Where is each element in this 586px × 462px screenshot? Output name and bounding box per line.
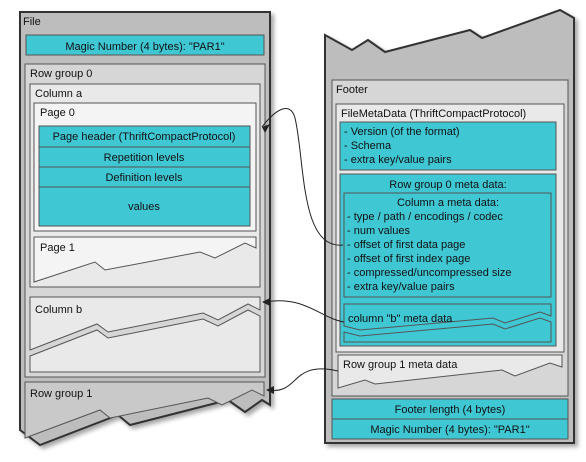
arrow-head — [266, 386, 274, 394]
column-a-meta-item: - extra key/value pairs — [347, 281, 455, 293]
arrow-row-group-1 — [267, 368, 339, 391]
page-1: Page 1 — [33, 236, 257, 283]
column-b-meta-label: column "b" meta data — [348, 313, 453, 325]
file-meta-items-block — [339, 121, 557, 171]
page-header-label: Page header (ThriftCompactProtocol) — [53, 131, 236, 143]
footer-length-label: Footer length (4 bytes) — [395, 404, 506, 416]
column-a-meta-item: - type / path / encodings / codec — [347, 211, 503, 223]
arrow-first-data-page — [261, 107, 344, 246]
definition-levels-label: Definition levels — [105, 172, 183, 184]
values-label: values — [128, 201, 160, 213]
page-1-label: Page 1 — [40, 242, 75, 254]
footer-label: Footer — [336, 84, 368, 96]
column-b-meta: column "b" meta data — [343, 303, 552, 343]
column-a-meta-item: - compressed/uncompressed size — [347, 267, 511, 279]
page-0: Page 0 Page header (ThriftCompactProtoco… — [33, 102, 257, 232]
file-meta-data-label: FileMetaData (ThriftCompactProtocol) — [341, 108, 526, 120]
file-meta-item: - Schema — [344, 140, 392, 152]
row-group-1: Row group 1 — [24, 381, 265, 439]
row-group-0-label: Row group 0 — [30, 68, 92, 80]
pointer-arrows — [261, 107, 345, 394]
file-meta-data: FileMetaData (ThriftCompactProtocol) - V… — [335, 103, 565, 353]
row-group-1-label: Row group 1 — [30, 388, 92, 400]
row-group-0-meta-label: Row group 0 meta data: — [389, 179, 506, 191]
magic-number-top — [25, 34, 265, 56]
page-0-label: Page 0 — [40, 107, 75, 119]
magic-number-bottom — [331, 418, 569, 440]
file-panel: File Magic Number (4 bytes): "PAR1" Row … — [19, 11, 271, 447]
row-group-0: Row group 0 Column a Page 0 Page header … — [24, 63, 266, 378]
column-b: Column b — [29, 296, 261, 373]
row-group-1-meta: Row group 1 meta data — [337, 354, 563, 389]
footer-panel: Footer FileMetaData (ThriftCompactProtoc… — [324, 8, 575, 444]
magic-number-top-label: Magic Number (4 bytes): "PAR1" — [65, 41, 224, 53]
values-block — [38, 186, 251, 227]
column-a-meta: Column a meta data: - type / path / enco… — [343, 192, 552, 298]
column-a: Column a Page 0 Page header (ThriftCompa… — [29, 83, 261, 288]
file-meta-item: - extra key/value pairs — [344, 154, 452, 166]
column-a-meta-label: Column a meta data: — [397, 197, 499, 209]
column-b-label: Column b — [35, 304, 82, 316]
file-label: File — [23, 16, 41, 28]
repetition-levels-label: Repetition levels — [104, 152, 185, 164]
arrow-head — [262, 298, 270, 306]
column-a-label: Column a — [35, 88, 83, 100]
file-meta-item: - Version (of the format) — [344, 126, 460, 138]
row-group-0-meta: Row group 0 meta data: Column a meta dat… — [339, 173, 557, 347]
magic-number-bottom-label: Magic Number (4 bytes): "PAR1" — [370, 424, 529, 436]
column-a-meta-item: - num values — [347, 225, 410, 237]
column-a-meta-item: - offset of first data page — [347, 239, 465, 251]
column-a-meta-item: - offset of first index page — [347, 253, 470, 265]
arrow-column-b — [263, 300, 345, 323]
arrow-head — [262, 124, 270, 133]
row-group-1-meta-label: Row group 1 meta data — [343, 359, 458, 371]
